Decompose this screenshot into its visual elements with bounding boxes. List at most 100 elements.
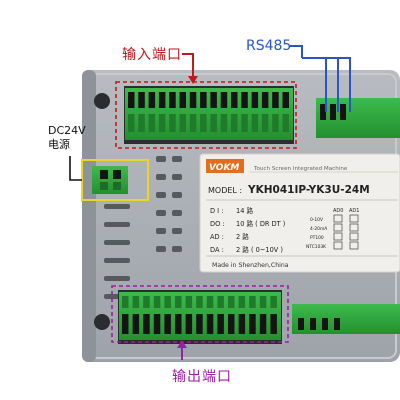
output-clamp-12 <box>249 296 256 308</box>
vent-slot-a-5 <box>156 246 166 252</box>
input-clamp-14 <box>272 114 279 132</box>
input-screw-2 <box>148 92 156 108</box>
input-clamp-1 <box>138 114 145 132</box>
spec-value-do: 10 路 ( DR DT ) <box>236 219 285 228</box>
output-screw-9 <box>217 314 224 334</box>
output-ports-label: 输出端口 <box>172 369 232 385</box>
spec-value-ad: 2 路 <box>236 232 249 241</box>
brand-badge <box>206 159 244 173</box>
vent-slot-a-4 <box>156 228 166 234</box>
vent-slot-a-2 <box>156 192 166 198</box>
right-lower-terminal-block <box>292 304 400 334</box>
input-clamp-7 <box>200 114 207 132</box>
input-screw-6 <box>189 92 197 108</box>
model-prefix: MODEL : <box>208 186 242 195</box>
input-clamp-8 <box>210 114 217 132</box>
mounting-hole-top-left <box>94 93 110 109</box>
input-clamp-13 <box>261 114 269 132</box>
tagline-text: Touch Screen Integrated Machine <box>253 166 348 172</box>
input-screw-15 <box>282 92 289 108</box>
vent-slot-c-3 <box>104 258 130 263</box>
input-clamp-12 <box>251 114 259 132</box>
output-screw-11 <box>238 314 246 334</box>
output-screw-14 <box>270 314 277 334</box>
dc-power-label-line1: DC24V <box>48 124 86 137</box>
output-screw-13 <box>259 314 267 334</box>
output-clamp-10 <box>228 296 235 308</box>
input-screw-12 <box>251 92 259 108</box>
analog-range-1: 4-20mA <box>310 226 327 232</box>
vent-slot-a-3 <box>156 210 166 216</box>
analog-range-2: PT100 <box>310 235 324 241</box>
vent-slot-b-1 <box>172 174 182 180</box>
output-screw-6 <box>185 314 193 334</box>
vent-slot-c-2 <box>104 240 130 245</box>
output-clamp-9 <box>217 296 224 308</box>
vent-slot-c-4 <box>104 276 130 281</box>
spec-key-ad: AD : <box>210 233 224 241</box>
output-screw-1 <box>132 314 140 334</box>
output-clamp-13 <box>259 296 267 308</box>
vent-slot-b-4 <box>172 228 182 234</box>
dc-power-label: DC24V 电源 <box>48 124 86 152</box>
input-screw-0 <box>128 92 135 108</box>
output-clamp-3 <box>153 296 161 308</box>
housing-side-strip <box>82 70 96 362</box>
origin-text: Made in Shenzhen,China <box>212 262 289 269</box>
output-ports-arrowhead <box>177 340 187 348</box>
vent-slot-a-0 <box>156 156 166 162</box>
vent-slot-b-0 <box>172 156 182 162</box>
output-clamp-14 <box>270 296 277 308</box>
output-terminal-pins <box>122 296 277 334</box>
output-clamp-0 <box>122 296 129 308</box>
rs485-terminal-block <box>316 98 400 138</box>
vent-slot-c-1 <box>104 222 130 227</box>
output-clamp-6 <box>185 296 193 308</box>
spec-value-di: 14 路 <box>236 206 253 215</box>
vent-slot-b-2 <box>172 192 182 198</box>
output-ports-callout-box <box>111 285 289 343</box>
output-screw-5 <box>175 314 182 334</box>
input-screw-9 <box>220 92 228 108</box>
input-screw-8 <box>210 92 217 108</box>
input-clamp-5 <box>179 114 186 132</box>
vent-slot-b-5 <box>172 246 182 252</box>
input-screw-3 <box>158 92 166 108</box>
analog-range-3: NTC103K <box>306 244 326 250</box>
output-clamp-11 <box>238 296 246 308</box>
input-clamp-0 <box>128 114 135 132</box>
dc-power-callout-line <box>69 156 82 181</box>
dc-power-terminal <box>92 166 128 194</box>
output-clamp-2 <box>143 296 150 308</box>
rs485-label: RS485 <box>246 38 292 54</box>
input-clamp-3 <box>158 114 166 132</box>
output-screw-3 <box>153 314 161 334</box>
output-screw-7 <box>196 314 203 334</box>
analog-range-0: 0-10V <box>310 217 323 223</box>
output-screw-10 <box>228 314 235 334</box>
input-terminal-pins <box>128 92 289 132</box>
spec-key-da: DA : <box>210 246 224 254</box>
input-screw-4 <box>169 92 176 108</box>
analog-header-ad0: AD0 <box>333 208 343 214</box>
rs485-callout-lines <box>290 45 351 112</box>
input-screw-1 <box>138 92 145 108</box>
output-clamp-7 <box>196 296 203 308</box>
input-clamp-10 <box>231 114 238 132</box>
output-clamp-5 <box>175 296 182 308</box>
input-ports-callout-arrow <box>182 53 194 78</box>
label-plate <box>199 153 400 273</box>
brand-logo-text: VOKM <box>209 163 239 173</box>
spec-key-di: D I : <box>210 207 223 215</box>
input-clamp-4 <box>169 114 176 132</box>
input-ports-arrowhead <box>188 76 198 84</box>
output-screw-2 <box>143 314 150 334</box>
input-screw-10 <box>231 92 238 108</box>
vent-slot-c-0 <box>104 204 130 209</box>
output-screw-8 <box>206 314 214 334</box>
input-screw-5 <box>179 92 186 108</box>
vent-slot-b-3 <box>172 210 182 216</box>
output-screw-4 <box>164 314 171 334</box>
analog-header-ad1: AD1 <box>349 208 359 214</box>
input-clamp-9 <box>220 114 228 132</box>
